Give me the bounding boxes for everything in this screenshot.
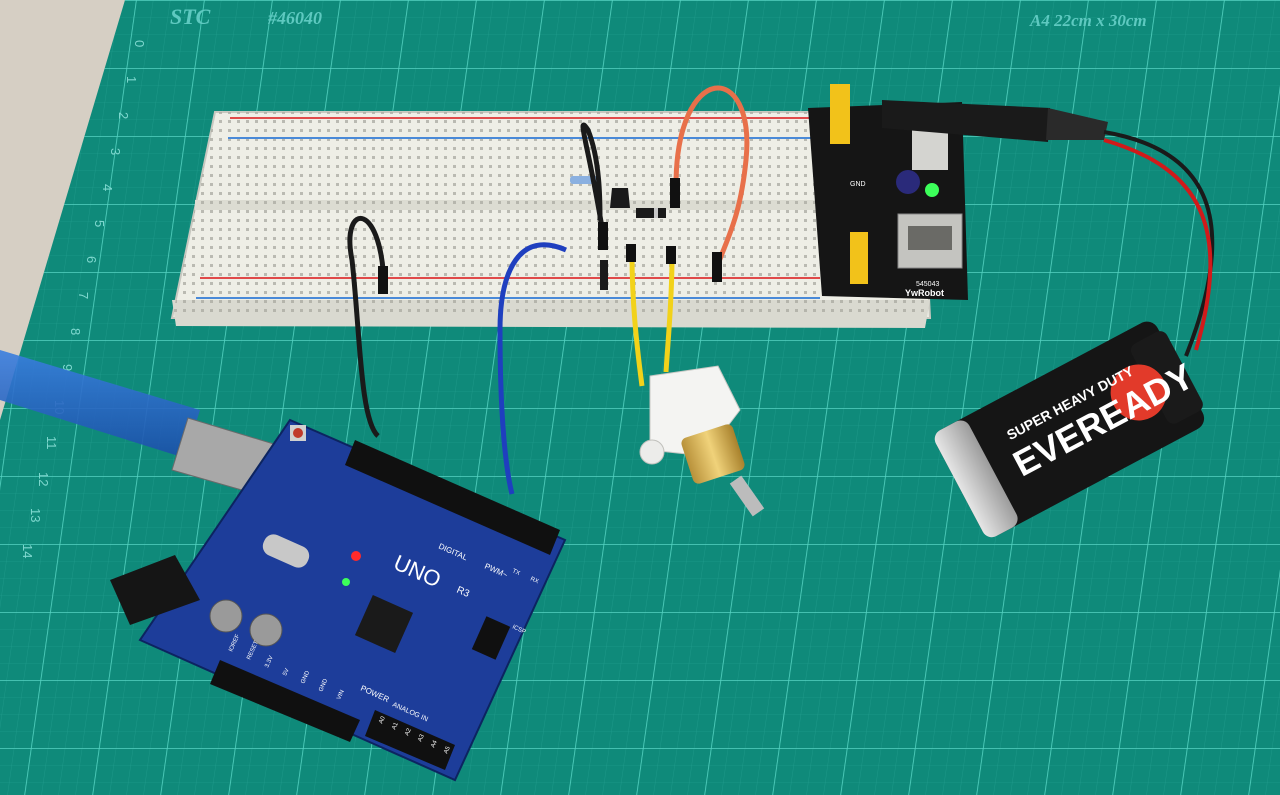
wire-black-gnd [347, 215, 387, 438]
analog-pin-label: A4 [430, 739, 439, 749]
jumper-wires [347, 85, 750, 495]
capacitor-left-icon [209, 599, 243, 633]
jumper-bottom [850, 232, 868, 284]
power-header [210, 660, 360, 742]
power-switch[interactable] [912, 130, 948, 170]
wire-tip [378, 266, 388, 294]
led-tx [342, 578, 350, 586]
board-revision: R3 [455, 585, 472, 600]
diode [636, 208, 666, 218]
barrel-jack-plug [882, 100, 1050, 142]
transistor [610, 188, 630, 208]
power-led [925, 183, 939, 197]
analog-pin-label: A3 [417, 733, 426, 743]
power-pin-label: 5V [282, 668, 290, 677]
capacitor-right-icon [249, 613, 283, 647]
wire-black-transistor [580, 122, 607, 241]
ruler-number: 3 [108, 148, 123, 155]
wire-tip [670, 178, 680, 208]
microcontroller-chip [354, 594, 414, 654]
module-maker: YwRobot [905, 288, 944, 298]
capacitor-icon [896, 170, 920, 194]
power-pin-label: GND [300, 670, 311, 685]
dc-power-jack[interactable] [110, 555, 200, 625]
ruler-number: 7 [76, 292, 91, 299]
wire-tip [598, 222, 608, 250]
analog-pin-label: A0 [378, 715, 387, 725]
ruler-number: 0 [132, 40, 147, 47]
wire-yellow-motor-a [629, 253, 645, 387]
wire-orange-power [673, 85, 750, 271]
breadboard [170, 111, 932, 328]
jumper-top [830, 84, 850, 144]
led-power [351, 551, 361, 561]
ruler-number: 9 [60, 364, 75, 371]
gear-motor [639, 365, 765, 517]
ruler-number: 8 [68, 328, 83, 335]
mat-model: #46040 [267, 8, 322, 28]
ruler-number: 11 [44, 436, 59, 450]
analog-pin-label: A5 [443, 745, 452, 755]
module-gnd-label: GND [850, 181, 866, 188]
digital-header [345, 440, 560, 555]
ruler-number: 1 [124, 76, 139, 83]
wire-tip [666, 246, 676, 264]
analog-pin-label: A2 [404, 727, 413, 737]
wire-tip [626, 244, 636, 262]
mat-size: A4 22cm x 30cm [1029, 11, 1147, 30]
ruler-number: 14 [20, 544, 35, 558]
battery-logo-icon [1110, 364, 1167, 421]
analog-pin-label: A1 [391, 721, 400, 731]
rx-label: RX [529, 576, 539, 585]
motor-shaft [729, 475, 765, 517]
wire-blue-signal [497, 242, 567, 495]
crystal-oscillator [262, 534, 310, 568]
icsp-header [471, 616, 511, 660]
battery-wire-black [1103, 130, 1215, 357]
ruler-number: 2 [116, 112, 131, 119]
ruler-number: 13 [28, 508, 43, 522]
battery-wire-red [1103, 138, 1213, 351]
ruler-number: 12 [36, 472, 51, 486]
ruler-number: 5 [92, 220, 107, 227]
module-model: 545043 [916, 281, 939, 288]
wire-yellow-motor-b [663, 257, 675, 373]
power-pin-label: GND [318, 678, 329, 693]
tx-label: TX [511, 568, 520, 577]
analog-header [365, 710, 455, 770]
ruler-number: 4 [100, 184, 115, 191]
mat-brand: STC [170, 4, 211, 29]
battery-9v: EVEREADY SUPER HEAVY DUTY [934, 321, 1205, 538]
power-supply-module: GND 545043 YwRobot [808, 84, 1108, 300]
wire-tip [712, 252, 722, 282]
power-pin-label: VIN [336, 689, 346, 701]
gearbox [681, 424, 745, 484]
power-pin-label: 3.3V [264, 655, 275, 669]
ruler-number: 6 [84, 256, 99, 263]
icsp-label: ICSP [511, 624, 526, 635]
arduino-board: UNO R3 DIGITAL PWM~ POWER ANALOG IN ICSP… [110, 418, 567, 782]
